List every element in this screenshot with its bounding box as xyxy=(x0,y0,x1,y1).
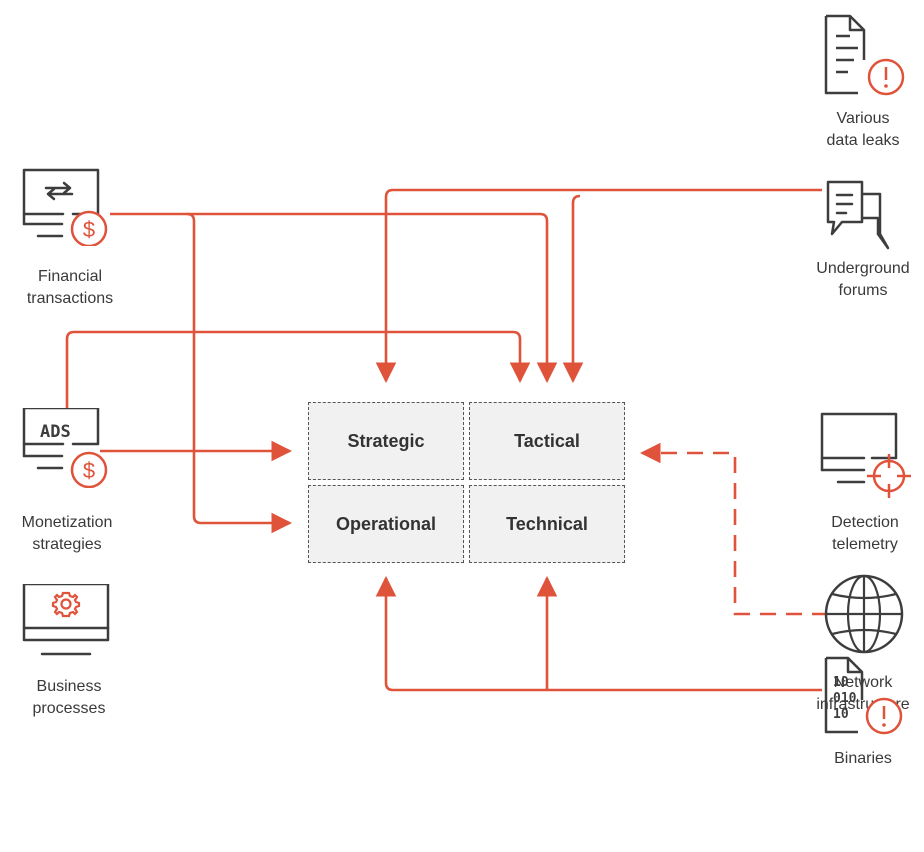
binary-line-1: 10 xyxy=(833,675,849,690)
connector-network-to-tactical xyxy=(639,442,828,616)
label-financial-transactions: Financial transactions xyxy=(26,268,114,307)
document-alert-icon xyxy=(824,14,905,96)
quadrant-tactical: Tactical xyxy=(469,402,625,480)
label-various-data-leaks: Various data leaks xyxy=(826,110,900,149)
label-monetization-strategies: Monetization strategies xyxy=(21,514,113,553)
quadrant-strategic: Strategic xyxy=(308,402,464,480)
label-binaries: Binaries xyxy=(834,750,892,767)
globe-icon xyxy=(824,574,904,654)
binary-line-3: 10 xyxy=(833,707,849,722)
connector-financial-to-operational xyxy=(186,212,293,534)
connector-financial-to-tactical xyxy=(110,212,558,384)
monitor-crosshair-icon xyxy=(820,412,911,498)
ads-icon-text: ADS xyxy=(40,422,71,442)
connector-forums-to-tactical xyxy=(562,194,584,384)
binary-line-2: 010 xyxy=(833,691,857,706)
label-detection-telemetry: Detection telemetry xyxy=(831,514,899,553)
gear-icon xyxy=(51,591,81,618)
chat-bubbles-icon xyxy=(826,180,890,250)
quadrant-technical: Technical xyxy=(469,485,625,563)
quadrant-operational: Operational xyxy=(308,485,464,563)
svg-text:$: $ xyxy=(83,217,95,242)
svg-text:$: $ xyxy=(83,458,95,483)
connector-binaries-to-operational xyxy=(375,575,822,692)
connector-monetization-to-tactical xyxy=(65,330,531,408)
label-business-processes: Business processes xyxy=(32,678,106,717)
ads-monitor-dollar-icon: ADS $ xyxy=(22,408,108,488)
monitor-dollar-icon: $ xyxy=(22,168,108,246)
monitor-gear-icon xyxy=(22,584,110,656)
binary-file-alert-icon: 10 010 10 xyxy=(824,656,903,735)
label-underground-forums: Underground forums xyxy=(816,260,910,299)
connector-forums-to-strategic xyxy=(375,188,822,384)
